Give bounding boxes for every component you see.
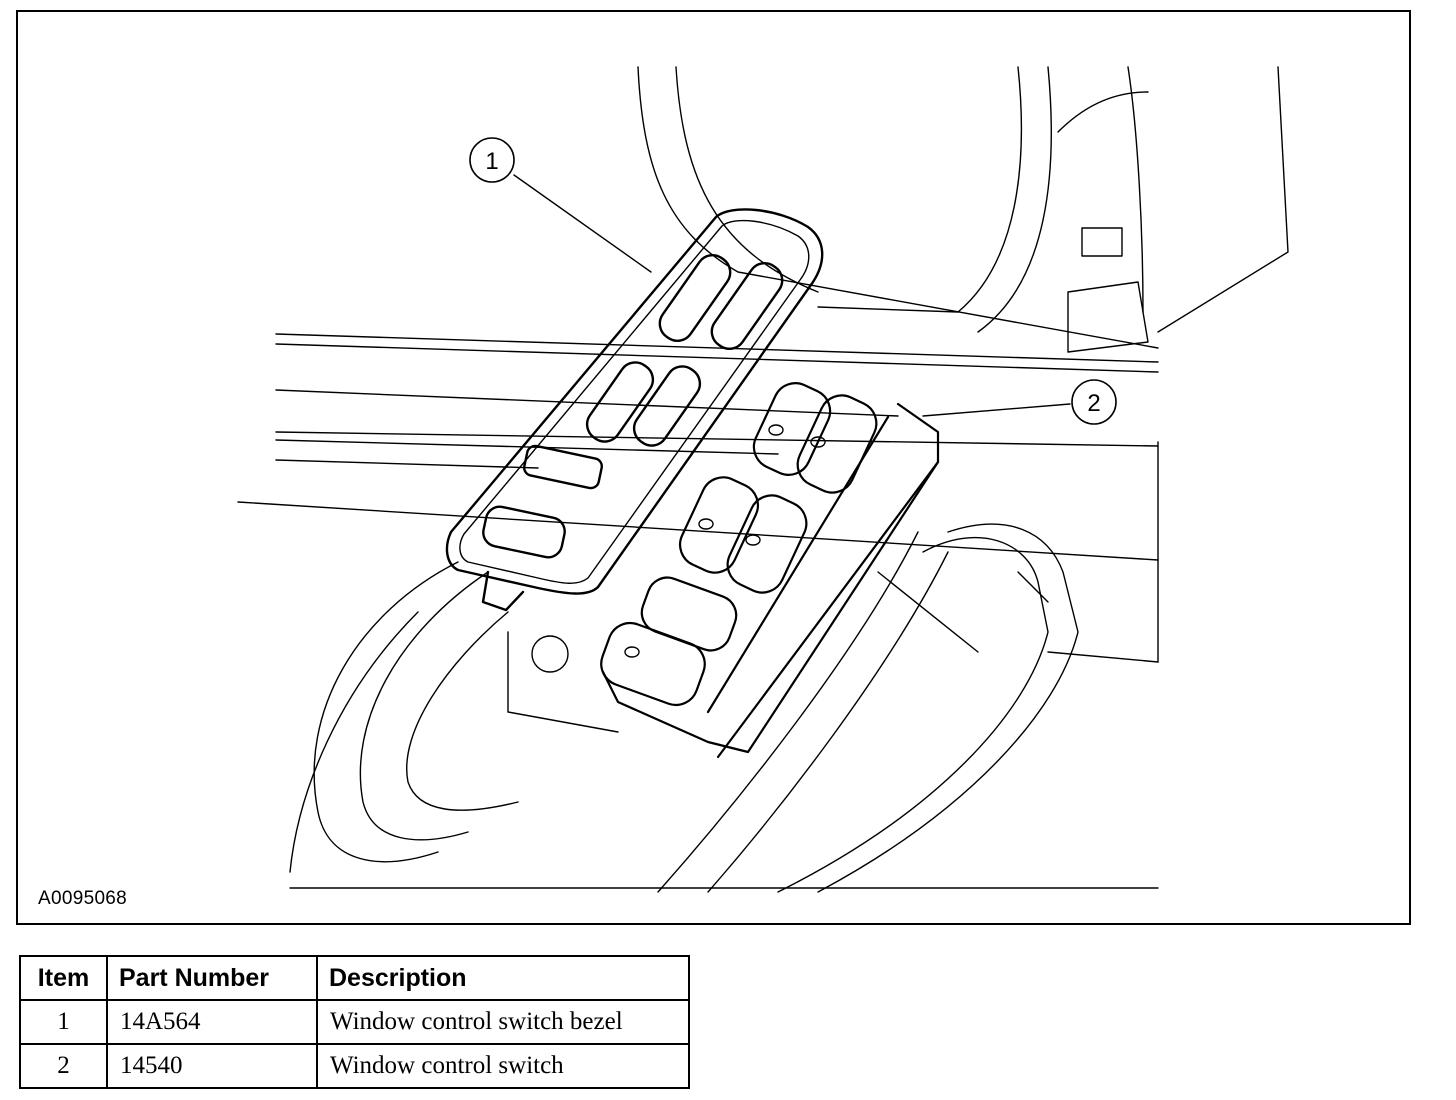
parts-table: Item Part Number Description 1 14A564 Wi…	[19, 955, 690, 1089]
cell-item: 2	[19, 1043, 108, 1089]
figure-frame: 1 2 A0095068	[16, 10, 1411, 925]
cell-description: Window control switch	[316, 1043, 690, 1089]
table-row: 2 14540 Window control switch	[19, 1043, 690, 1089]
cell-part-number: 14A564	[106, 999, 318, 1045]
window-control-switch	[600, 382, 940, 759]
switch-rockers	[600, 382, 878, 707]
table-row: 1 14A564 Window control switch bezel	[19, 999, 690, 1045]
line-drawing: 1 2	[237, 66, 1289, 893]
header-description: Description	[316, 955, 690, 1001]
callout-2: 2	[1071, 379, 1117, 425]
cell-part-number: 14540	[106, 1043, 318, 1089]
console-lines	[289, 523, 1159, 893]
door-panel-lines	[237, 66, 1289, 663]
cell-item: 1	[19, 999, 108, 1045]
figure-code: A0095068	[38, 888, 128, 909]
callout-2-label: 2	[1087, 390, 1100, 417]
header-item: Item	[19, 955, 108, 1001]
callout-1-label: 1	[485, 148, 498, 175]
table-header-row: Item Part Number Description	[19, 955, 690, 1001]
header-part-number: Part Number	[106, 955, 318, 1001]
cell-description: Window control switch bezel	[316, 999, 690, 1045]
callout-leaders	[513, 174, 1071, 417]
switch-bezel	[445, 208, 824, 612]
callout-1: 1	[469, 137, 515, 183]
